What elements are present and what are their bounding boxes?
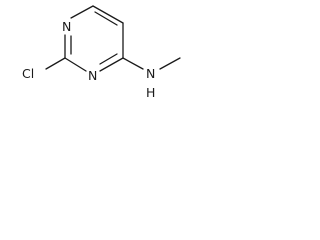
double-bond-inner-c6-c5 xyxy=(94,11,118,26)
bond-nh-methyl xyxy=(159,57,181,70)
chemical-structure: N N Cl N H xyxy=(22,5,181,100)
bond-c6-c5 xyxy=(92,5,124,24)
bond-c2-cl xyxy=(45,57,66,70)
bond-n1-c6 xyxy=(70,5,94,19)
atom-label-nh-n: N xyxy=(146,66,155,81)
atom-label-n3: N xyxy=(88,68,97,83)
bond-n3-c2 xyxy=(64,57,87,72)
atom-label-nh-h: H xyxy=(146,85,155,100)
atom-label-n1: N xyxy=(62,19,71,34)
atom-label-cl: Cl xyxy=(22,66,34,81)
bond-c4-nh xyxy=(122,57,144,70)
double-bond-inner-c4-n3 xyxy=(99,53,118,65)
bond-c4-n3 xyxy=(99,57,124,72)
